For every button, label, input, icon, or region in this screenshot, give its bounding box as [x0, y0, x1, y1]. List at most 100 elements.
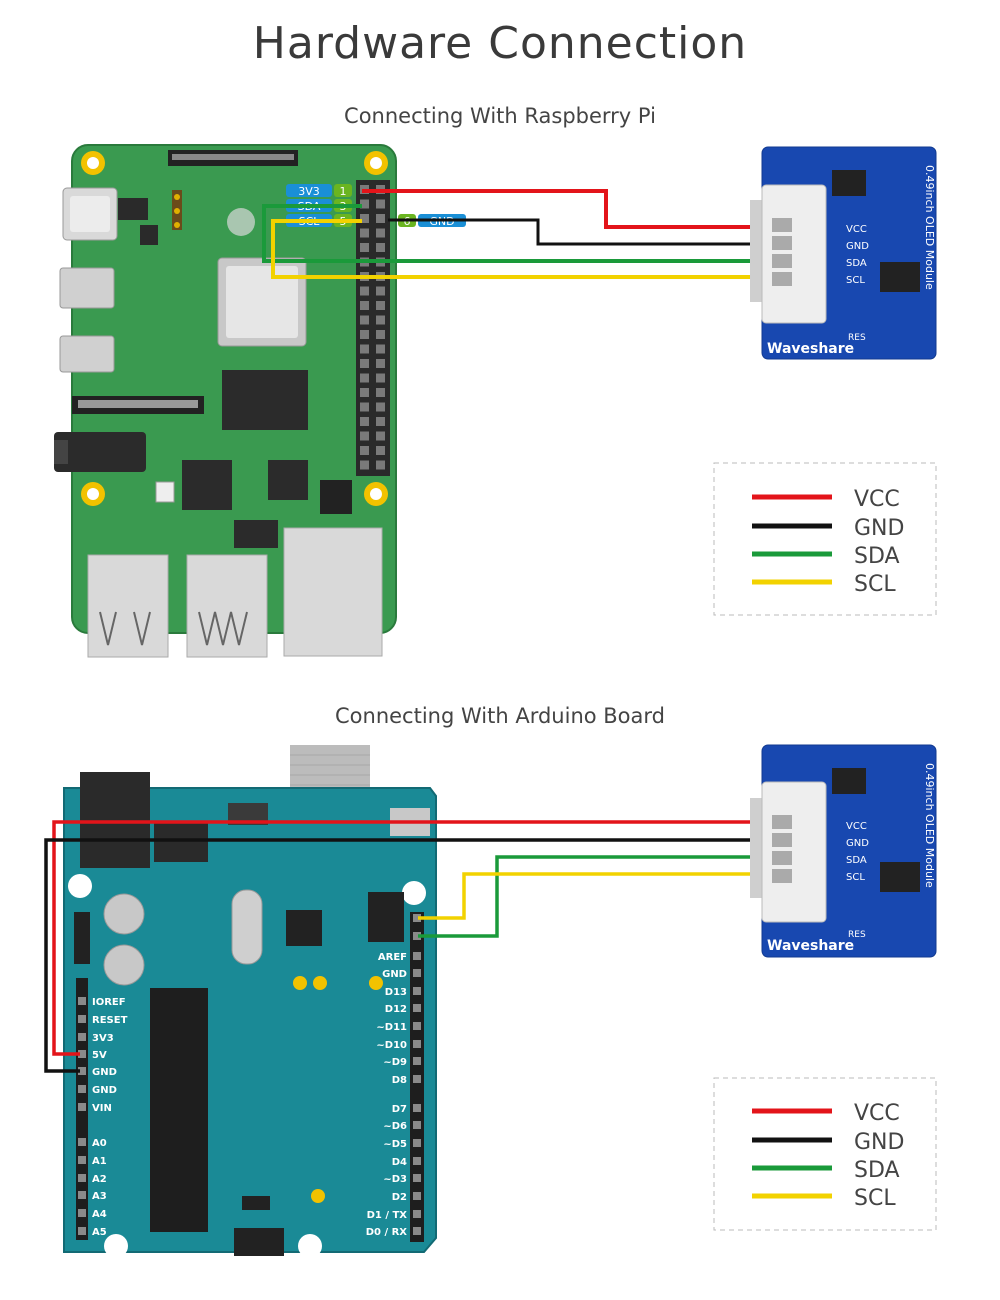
raspberry-pi-board — [54, 144, 397, 658]
arduino-left-header-pin — [78, 1156, 86, 1164]
oled-bottom-brand: Waveshare — [767, 938, 854, 954]
arduino-right-header-pin — [413, 1192, 421, 1200]
arduino-right-header-pin — [413, 1104, 421, 1112]
arduino-right-header-pin — [413, 952, 421, 960]
arduino-right-header-pin — [413, 1022, 421, 1030]
gpio-pin — [360, 460, 369, 470]
arduino-right-header-pin — [413, 1057, 421, 1065]
oled-bottom-pin-gnd: GND — [846, 838, 869, 849]
arduino-right-pin-label: ~D3 — [383, 1174, 407, 1185]
gpio-pin — [376, 199, 385, 209]
oled-bottom-pin-scl: SCL — [846, 872, 865, 883]
gpio-pin — [376, 286, 385, 296]
arduino-right-pin-label: D1 / TX — [367, 1210, 408, 1221]
arduino-wire-scl — [418, 872, 762, 920]
arduino-right-header-pin — [413, 1210, 421, 1218]
arduino-right-pin-label: D8 — [392, 1075, 407, 1086]
rpi-label-3v3: 3V3 — [298, 185, 320, 198]
rpi-wire-vcc — [362, 189, 762, 229]
arduino-right-header-pin — [413, 1174, 421, 1182]
oled-bottom-res-label: RES — [848, 930, 866, 940]
oled-bottom-pin-sda: SDA — [846, 855, 867, 866]
arduino-right-pin-label: ~D10 — [376, 1040, 407, 1051]
arduino-right-pin-label: D0 / RX — [366, 1227, 408, 1238]
oled-bottom-pin-vcc: VCC — [846, 821, 867, 832]
arduino-right-pin-label: ~D9 — [383, 1057, 407, 1068]
arduino-left-pin-label: 5V — [92, 1050, 107, 1061]
arduino-left-header-pin — [78, 1191, 86, 1199]
gpio-pin — [376, 214, 385, 223]
gpio-pin — [360, 344, 369, 354]
oled-top-module-name: 0.49inch OLED Module — [923, 165, 936, 290]
gpio-pin — [360, 402, 369, 412]
gpio-pin — [376, 344, 385, 354]
gpio-pin — [360, 286, 369, 296]
rpi-pin-1: 1 — [340, 185, 347, 198]
arduino-left-pin-label: RESET — [92, 1015, 128, 1026]
arduino-left-header-pin — [78, 1067, 86, 1075]
gpio-pin — [376, 388, 385, 397]
arduino-right-pin-label: ~D6 — [383, 1121, 407, 1132]
gpio-pin — [376, 446, 385, 455]
arduino-right-header-pin — [413, 1004, 421, 1012]
arduino-wires — [44, 820, 762, 1073]
oled-top-res-label: RES — [848, 333, 866, 343]
gpio-pin — [376, 228, 385, 238]
arduino-right-header-pin — [413, 1040, 421, 1048]
rpi-pin-label-3v3: 3V3 1 — [286, 184, 352, 198]
oled-bottom-module-name: 0.49inch OLED Module — [923, 763, 936, 888]
arduino-left-header-pin — [78, 1174, 86, 1182]
oled-module-bottom: VCC GND SDA SCL RES Waveshare 0.49inch O… — [750, 744, 937, 958]
gpio-pin — [360, 388, 369, 397]
arduino-left-header-pin — [78, 1209, 86, 1217]
gpio-pin — [360, 446, 369, 455]
gpio-pin — [360, 330, 369, 339]
arduino-wire-sda — [418, 855, 762, 938]
legend-bottom-label-gnd: GND — [854, 1130, 904, 1155]
arduino-left-pin-label: A1 — [92, 1156, 107, 1167]
legend-bottom: VCC GND SDA SCL — [713, 1077, 937, 1231]
gpio-pin — [360, 417, 369, 426]
arduino-i2c-header-pin — [413, 914, 421, 922]
arduino-right-pin-label: D12 — [385, 1004, 407, 1015]
page-title: Hardware Connection — [252, 18, 748, 69]
rpi-wire-scl — [271, 219, 762, 279]
arduino-right-pin-label: AREF — [378, 952, 407, 963]
gpio-pin — [376, 330, 385, 339]
arduino-right-header-pin — [413, 1157, 421, 1165]
gpio-pin — [360, 243, 369, 252]
arduino-left-header-pin — [78, 1015, 86, 1023]
rpi-wire-gnd — [388, 218, 762, 246]
gpio-pin — [376, 301, 385, 310]
arduino-left-pin-label: GND — [92, 1067, 117, 1078]
arduino-left-pin-label: A0 — [92, 1138, 107, 1149]
arduino-left-pin-label: A4 — [92, 1209, 107, 1220]
legend-bottom-label-sda: SDA — [854, 1158, 900, 1183]
arduino-i2c-header-pin — [413, 932, 421, 940]
arduino-right-header-pin — [413, 1139, 421, 1147]
gpio-pin — [376, 373, 385, 383]
gpio-pin — [360, 373, 369, 383]
gpio-pin — [376, 431, 385, 441]
oled-top-pin-vcc: VCC — [846, 224, 867, 235]
arduino-right-header-pin — [413, 1121, 421, 1129]
legend-top-label-sda: SDA — [854, 544, 900, 569]
arduino-left-pin-label: A3 — [92, 1191, 107, 1202]
arduino-left-pin-label: A5 — [92, 1227, 107, 1238]
arduino-left-header-pin — [78, 1227, 86, 1235]
gpio-pin — [376, 417, 385, 426]
arduino-right-header-pin — [413, 987, 421, 995]
arduino-right-pin-label: D7 — [392, 1104, 407, 1115]
arduino-left-pin-label: 3V3 — [92, 1033, 114, 1044]
gpio-pin — [360, 431, 369, 441]
arduino-wire-gnd — [44, 838, 762, 1073]
gpio-pin — [376, 359, 385, 368]
arduino-left-header-pin — [78, 1085, 86, 1093]
oled-module-top: VCC GND SDA SCL RES Waveshare 0.49inch O… — [750, 146, 937, 360]
rpi-wires — [262, 189, 762, 279]
arduino-left-pin-label: IOREF — [92, 997, 126, 1008]
arduino-right-pin-label: ~D5 — [383, 1139, 407, 1150]
arduino-right-header-pin — [413, 969, 421, 977]
